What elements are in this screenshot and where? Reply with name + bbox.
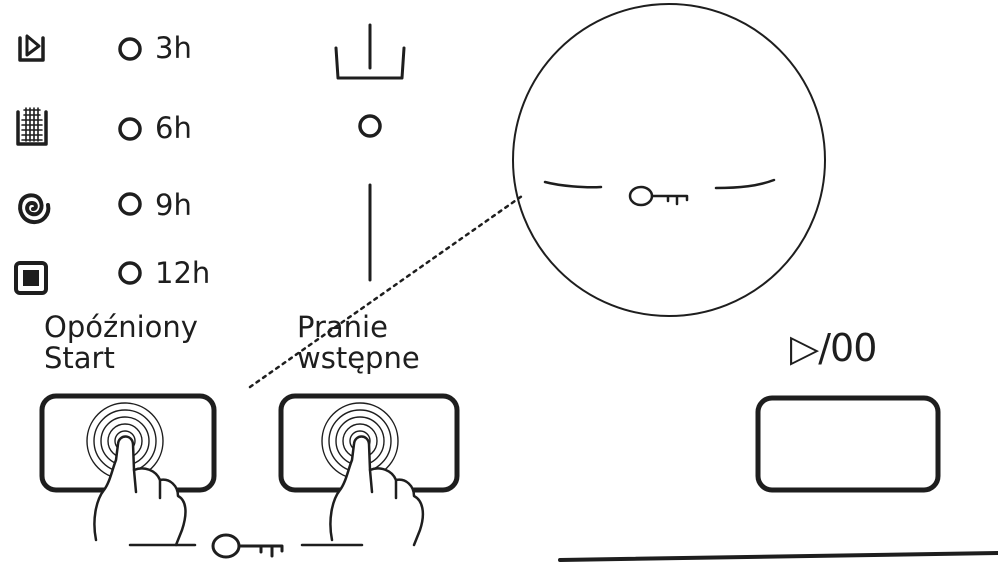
indicator-light-3h [118,37,142,61]
stop-square-icon [14,261,48,295]
intensive-wash-icon [16,107,48,146]
start-pause-label: ▷/00 [790,326,877,370]
delay-label-6h: 6h [155,111,192,145]
indicator-light-9h [118,192,142,216]
zoom-pointer-line [248,194,524,389]
start-pause-button[interactable] [755,395,941,493]
indicator-light-12h [118,261,142,285]
delay-start-label-line1: Opóźniony [44,310,198,344]
finger-press-icon [93,435,187,547]
magnified-line-left [543,180,603,189]
prewash-tray-icon [334,23,406,80]
delay-label-12h: 12h [155,256,211,290]
prewash-label-line1: Pranie [297,310,388,344]
delay-label-9h: 9h [155,188,192,222]
finger-press-icon [329,435,425,547]
magnifier-circle [512,3,826,317]
play-in-tray-icon [18,34,45,62]
indicator-light-6h [118,117,142,141]
prewash-label-line2: wstępne [297,341,420,375]
panel-bottom-edge [558,551,998,562]
child-lock-key-icon [211,533,284,559]
magnified-key-icon [628,185,689,207]
magnified-line-right [714,178,776,190]
delay-label-3h: 3h [155,31,192,65]
touch-ripple-icon [321,402,399,480]
spiral-spin-icon [18,193,51,225]
delay-start-label-line2: Start [44,341,115,375]
prewash-indicator-light [358,114,382,138]
